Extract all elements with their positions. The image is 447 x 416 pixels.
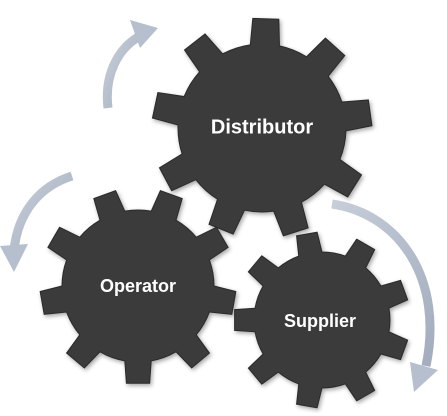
arrow-left-shaft: [9, 171, 74, 251]
gear-distributor-label: Distributor: [211, 116, 313, 138]
gear-distributor: Distributor: [151, 17, 373, 237]
gear-operator: Operator: [39, 189, 237, 384]
gear-operator-shape: [39, 189, 237, 384]
arrow-left: [0, 171, 74, 272]
arrow-top-left-shaft: [102, 32, 143, 109]
gear-distributor-shape: [151, 17, 373, 237]
gear-supplier: Supplier: [234, 231, 409, 409]
arrow-right-shaft: [331, 199, 435, 367]
arrow-right: [331, 199, 438, 392]
arrow-right-head: [410, 362, 438, 392]
arrow-top-left: [102, 20, 158, 109]
arrow-top-left-head: [130, 20, 158, 48]
arrow-left-head: [0, 244, 28, 272]
gear-operator-label: Operator: [100, 276, 176, 296]
gear-supplier-label: Supplier: [284, 311, 356, 331]
gear-supplier-shape: [234, 231, 409, 409]
